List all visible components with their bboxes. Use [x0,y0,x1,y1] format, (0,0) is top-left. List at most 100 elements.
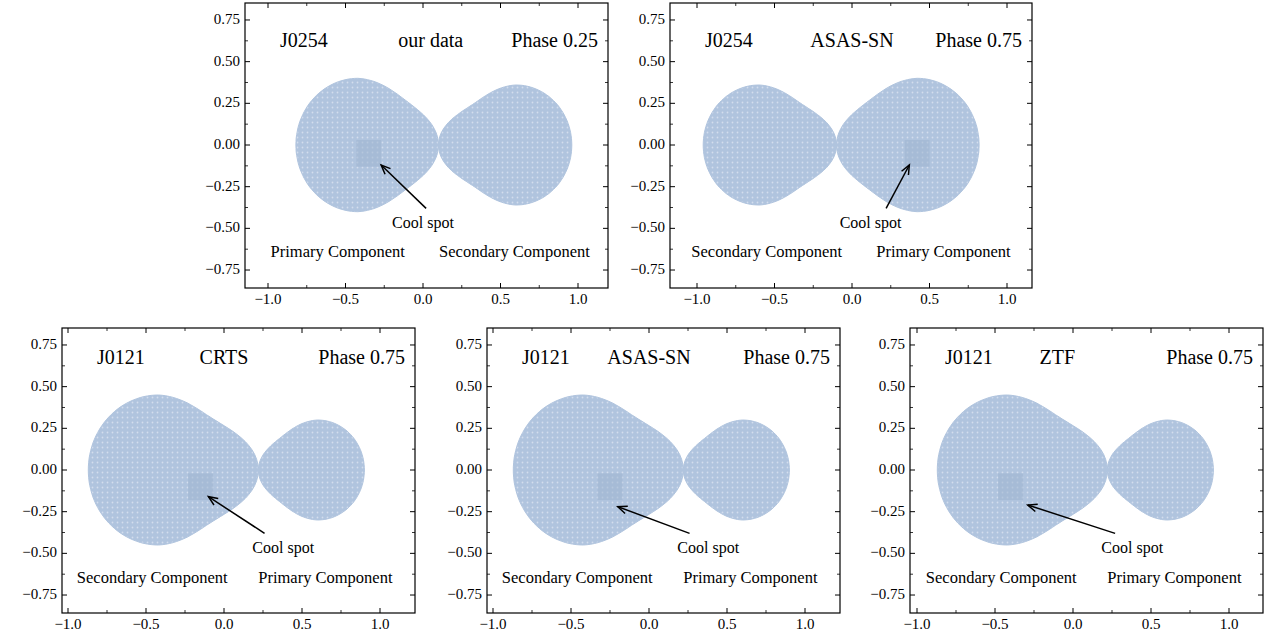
tick-mark [805,328,806,333]
star-lobe [837,78,980,211]
tick-mark [146,608,147,613]
tick-mark [245,103,250,104]
tick-mark [929,283,930,288]
minor-tick [968,3,969,6]
tick-mark [649,608,650,613]
minor-tick [837,407,840,408]
tick-mark [670,103,675,104]
component-label: Primary Component [876,242,1010,261]
tick-label: 0.0 [1064,616,1083,633]
dataset-name: CRTS [200,346,249,369]
minor-tick [1029,40,1032,41]
minor-tick [670,124,673,125]
tick-mark [302,328,303,333]
tick-label: −0.75 [870,586,905,603]
tick-mark [805,608,806,613]
tick-mark [68,608,69,613]
tick-label: 0.50 [214,53,240,70]
minor-tick [62,449,65,450]
tick-mark [917,608,918,613]
tick-label: 0.0 [215,616,234,633]
minor-tick [1190,328,1191,331]
tick-mark [410,428,415,429]
tick-label: −0.5 [557,616,584,633]
component-label: Secondary Component [691,242,842,261]
minor-tick [245,40,248,41]
target-name: J0121 [945,346,993,369]
minor-tick [487,574,490,575]
tick-mark [1229,608,1230,613]
tick-mark [670,186,675,187]
tick-label: 0.50 [639,53,665,70]
tick-mark [852,3,853,8]
minor-tick [1029,124,1032,125]
minor-tick [62,365,65,366]
tick-label: 0.00 [879,461,905,478]
minor-tick [688,610,689,613]
star-lobe [683,420,789,520]
minor-tick [605,124,608,125]
tick-label: −0.75 [630,261,665,278]
tick-label: −1.0 [903,616,930,633]
axes-frame [670,3,1032,288]
tick-mark [910,386,915,387]
tick-mark [146,328,147,333]
tick-label: 0.50 [456,378,482,395]
tick-mark [910,428,915,429]
tick-mark [500,283,501,288]
tick-mark [487,511,492,512]
tick-mark [245,228,250,229]
tick-mark [603,228,608,229]
tick-mark [571,608,572,613]
tick-mark [493,608,494,613]
minor-tick [610,328,611,331]
minor-tick [62,407,65,408]
tick-mark [380,328,381,333]
minor-tick [306,285,307,288]
tick-mark [493,328,494,333]
tick-label: −0.50 [870,545,905,562]
minor-tick [610,610,611,613]
tick-label: −0.50 [205,220,240,237]
tick-mark [835,344,840,345]
tick-mark [1027,270,1032,271]
phase-label: Phase 0.75 [743,346,830,369]
tick-mark [852,283,853,288]
minor-tick [185,328,186,331]
tick-mark [1073,328,1074,333]
minor-tick [412,574,415,575]
phase-label: Phase 0.75 [1166,346,1253,369]
star-lobe [703,85,836,205]
tick-label: −1.0 [54,616,81,633]
arrow-head [902,165,910,175]
tick-mark [578,283,579,288]
tick-mark [1007,3,1008,8]
tick-label: 0.75 [31,336,57,353]
tick-mark [995,608,996,613]
tick-label: 0.25 [214,95,240,112]
tick-mark [670,145,675,146]
tick-mark [929,3,930,8]
cool-spot-patch [905,140,930,167]
tick-mark [224,328,225,333]
minor-tick [245,249,248,250]
minor-tick [461,3,462,6]
leader-arrow [886,165,909,208]
minor-tick [956,610,957,613]
minor-tick [487,532,490,533]
tick-label: 0.5 [718,616,737,633]
minor-tick [837,532,840,533]
tick-label: −0.50 [630,220,665,237]
tick-mark [670,61,675,62]
star-lobe [88,395,258,545]
minor-tick [735,3,736,6]
minor-tick [412,449,415,450]
tick-mark [910,344,915,345]
minor-tick [107,328,108,331]
tick-label: 0.50 [31,378,57,395]
tick-mark [62,595,67,596]
minor-tick [62,490,65,491]
tick-label: 0.5 [491,291,510,308]
tick-mark [487,470,492,471]
